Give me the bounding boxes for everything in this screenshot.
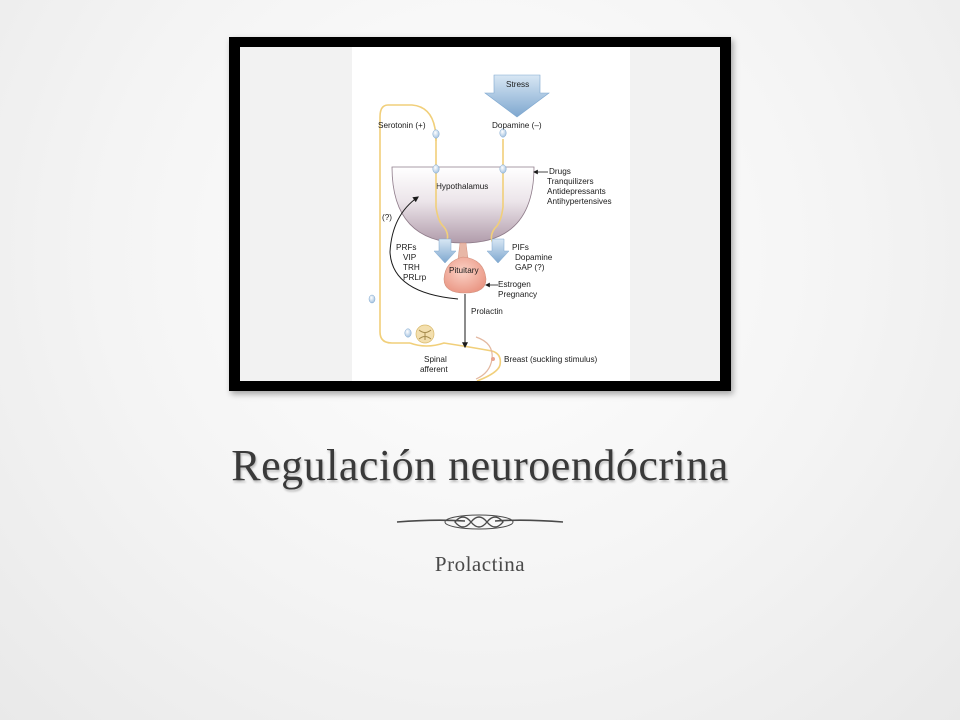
slide-subtitle: Prolactina: [434, 552, 526, 576]
drugs-item-antidepressants: Antidepressants: [547, 187, 606, 196]
serotonin-node-2: [432, 164, 440, 174]
serotonin-nerve: [379, 104, 437, 344]
drugs-label: Drugs: [549, 167, 571, 176]
diagram-svg: Stress Hypothalamus: [368, 74, 612, 381]
pituitary-stalk: [457, 242, 469, 260]
title-ornament: [396, 514, 564, 530]
pituitary-gland: [443, 256, 487, 294]
prfs-item-trh: TRH: [403, 263, 420, 272]
estrogen-label: Estrogen: [498, 280, 531, 289]
serotonin-label: Serotonin (+): [378, 121, 426, 130]
drugs-item-tranquilizers: Tranquilizers: [547, 177, 594, 186]
afferent-label: afferent: [420, 365, 448, 374]
feedback-unknown-label: (?): [382, 213, 392, 222]
pifs-arrow: [486, 238, 510, 264]
prfs-item-vip: VIP: [403, 253, 417, 262]
nipple: [491, 357, 495, 361]
stress-label: Stress: [506, 80, 529, 89]
drugs-item-antihypertensives: Antihypertensives: [547, 197, 612, 206]
image-frame-inner: Stress Hypothalamus: [240, 47, 720, 381]
dopamine-node-2: [499, 164, 507, 174]
pregnancy-label: Pregnancy: [498, 290, 538, 299]
breast-outline: [475, 336, 493, 380]
prfs-item-prlrp: PRLrp: [403, 273, 427, 282]
hypothalamus-shape: [391, 166, 535, 244]
spinal-cord-grey-matter: [418, 329, 432, 340]
prfs-arrow: [433, 238, 457, 264]
pifs-item-gap: GAP (?): [515, 263, 545, 272]
serotonin-vertical: [435, 137, 449, 244]
pifs-label: PIFs: [512, 243, 529, 252]
stress-arrow: [484, 74, 550, 118]
prfs-label: PRFs: [396, 243, 416, 252]
image-frame: Stress Hypothalamus: [229, 37, 731, 391]
slide-title: Regulación neuroendócrina: [231, 441, 729, 490]
prolactin-label: Prolactin: [471, 307, 503, 316]
prolactin-regulation-diagram: Stress Hypothalamus: [352, 47, 630, 381]
left-loop-node: [368, 294, 376, 304]
pifs-item-dopamine: Dopamine: [515, 253, 553, 262]
spinal-node: [404, 328, 412, 338]
pituitary-label: Pituitary: [449, 266, 479, 275]
spinal-label: Spinal: [424, 355, 447, 364]
breast-label: Breast (suckling stimulus): [504, 355, 598, 364]
serotonin-node-1: [432, 129, 440, 139]
feedback-arrow: [389, 196, 459, 300]
hypothalamus-label: Hypothalamus: [436, 182, 488, 191]
dopamine-label: Dopamine (–): [492, 121, 542, 130]
dopamine-node-1: [499, 128, 507, 138]
dopamine-nerve: [490, 139, 504, 244]
